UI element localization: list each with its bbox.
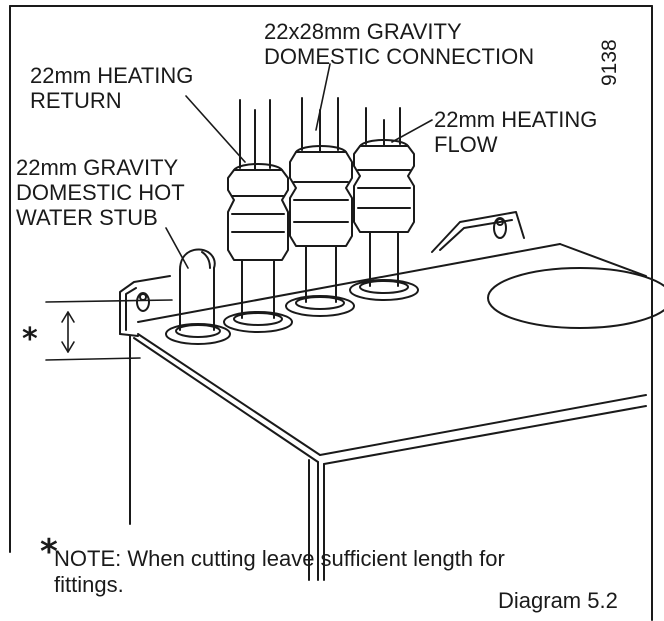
hot-water-stub-label-line1: 22mm GRAVITY: [16, 155, 179, 180]
hot-water-stub-pipe: [165, 248, 231, 345]
hot-water-stub-label-line2: DOMESTIC HOT: [16, 180, 185, 205]
note-line1: NOTE: When cutting leave sufficient leng…: [54, 546, 505, 571]
note-asterisk: *: [40, 532, 58, 572]
heating-flow-label-line1: 22mm HEATING: [434, 107, 598, 132]
diagram-caption: Diagram 5.2: [498, 588, 618, 613]
boiler-casing: [129, 243, 647, 581]
note-line2: fittings.: [54, 572, 124, 597]
hot-water-stub-label-line3: WATER STUB: [16, 205, 158, 230]
gravity-connection-label-line2: DOMESTIC CONNECTION: [264, 44, 535, 69]
dimension-asterisk: *: [22, 322, 38, 357]
heating-return-label-line2: RETURN: [30, 88, 122, 113]
dimension-marker: [45, 299, 173, 361]
gravity-connection-label-line1: 22x28mm GRAVITY: [264, 19, 462, 44]
diagram-frame: [9, 5, 653, 621]
heating-flow-pipe: [349, 107, 419, 301]
heating-return-pipe: [223, 99, 293, 333]
flue-opening: [487, 267, 664, 329]
diagram-reference-number: 9138: [598, 39, 621, 86]
gravity-domestic-connection-pipe: [285, 97, 355, 317]
heating-flow-label-line2: FLOW: [434, 132, 498, 157]
leader-lines: [165, 63, 433, 269]
right-mounting-bracket: [431, 211, 525, 253]
left-mounting-bracket: [119, 275, 171, 337]
heating-return-label-line1: 22mm HEATING: [30, 63, 194, 88]
